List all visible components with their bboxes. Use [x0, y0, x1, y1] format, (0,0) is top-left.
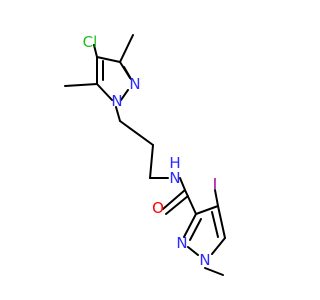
pyrazole1-n2-label: N	[129, 75, 140, 93]
bond-carbonyl-pz2	[184, 189, 197, 215]
bond-n2-c3-pz2-double	[189, 218, 202, 241]
pyrazole2-n2-label: N	[176, 234, 187, 252]
bond-carbonyl-o	[162, 189, 186, 210]
bond-nh-carbonyl	[179, 177, 186, 191]
bond-c3-methyl	[119, 34, 134, 63]
carbonyl-oxygen-label: O	[152, 199, 164, 217]
bond-c3-n2-double	[123, 66, 132, 80]
bond-n1-ch2	[115, 106, 121, 122]
bond-n2-n1	[120, 89, 129, 101]
bond-c4-i	[214, 189, 219, 207]
bond-c4-c5-pz2	[217, 205, 226, 239]
pyrazole1-n1-label: N	[111, 92, 122, 110]
atom-labels: Cl N N N H O I N N	[83, 33, 218, 269]
bond-carbonyl-o-double	[165, 195, 189, 215]
bond-ch2-ch2	[119, 120, 154, 146]
bond-n1-n2-pz2	[187, 246, 199, 256]
amide-nitrogen-label: N	[169, 169, 180, 187]
chlorine-label: Cl	[83, 33, 98, 51]
iodine-label: I	[213, 175, 217, 193]
bond-c5-n1-pz2	[211, 237, 226, 255]
bond-ch2-ch2b	[149, 144, 154, 179]
amide-hydrogen-label: H	[169, 154, 180, 172]
bond-n1-c5	[96, 83, 113, 101]
bond-c4-cl	[93, 44, 98, 58]
bonds	[64, 34, 226, 276]
molecule-canvas: Cl N N N H O I N N	[64, 33, 226, 276]
bond-c5-methyl	[64, 83, 98, 87]
bond-c4-c5-pz2-double	[211, 211, 219, 238]
bond-n1-methyl	[204, 267, 224, 276]
pyrazole2-n1-label: N	[199, 251, 210, 269]
bond-n2-c3-pz2	[183, 213, 197, 238]
structure-diagram: Cl N N N H O I N N	[64, 33, 226, 276]
bond-c3-c4-pz2	[195, 205, 219, 215]
bond-c4-c3	[96, 56, 121, 63]
